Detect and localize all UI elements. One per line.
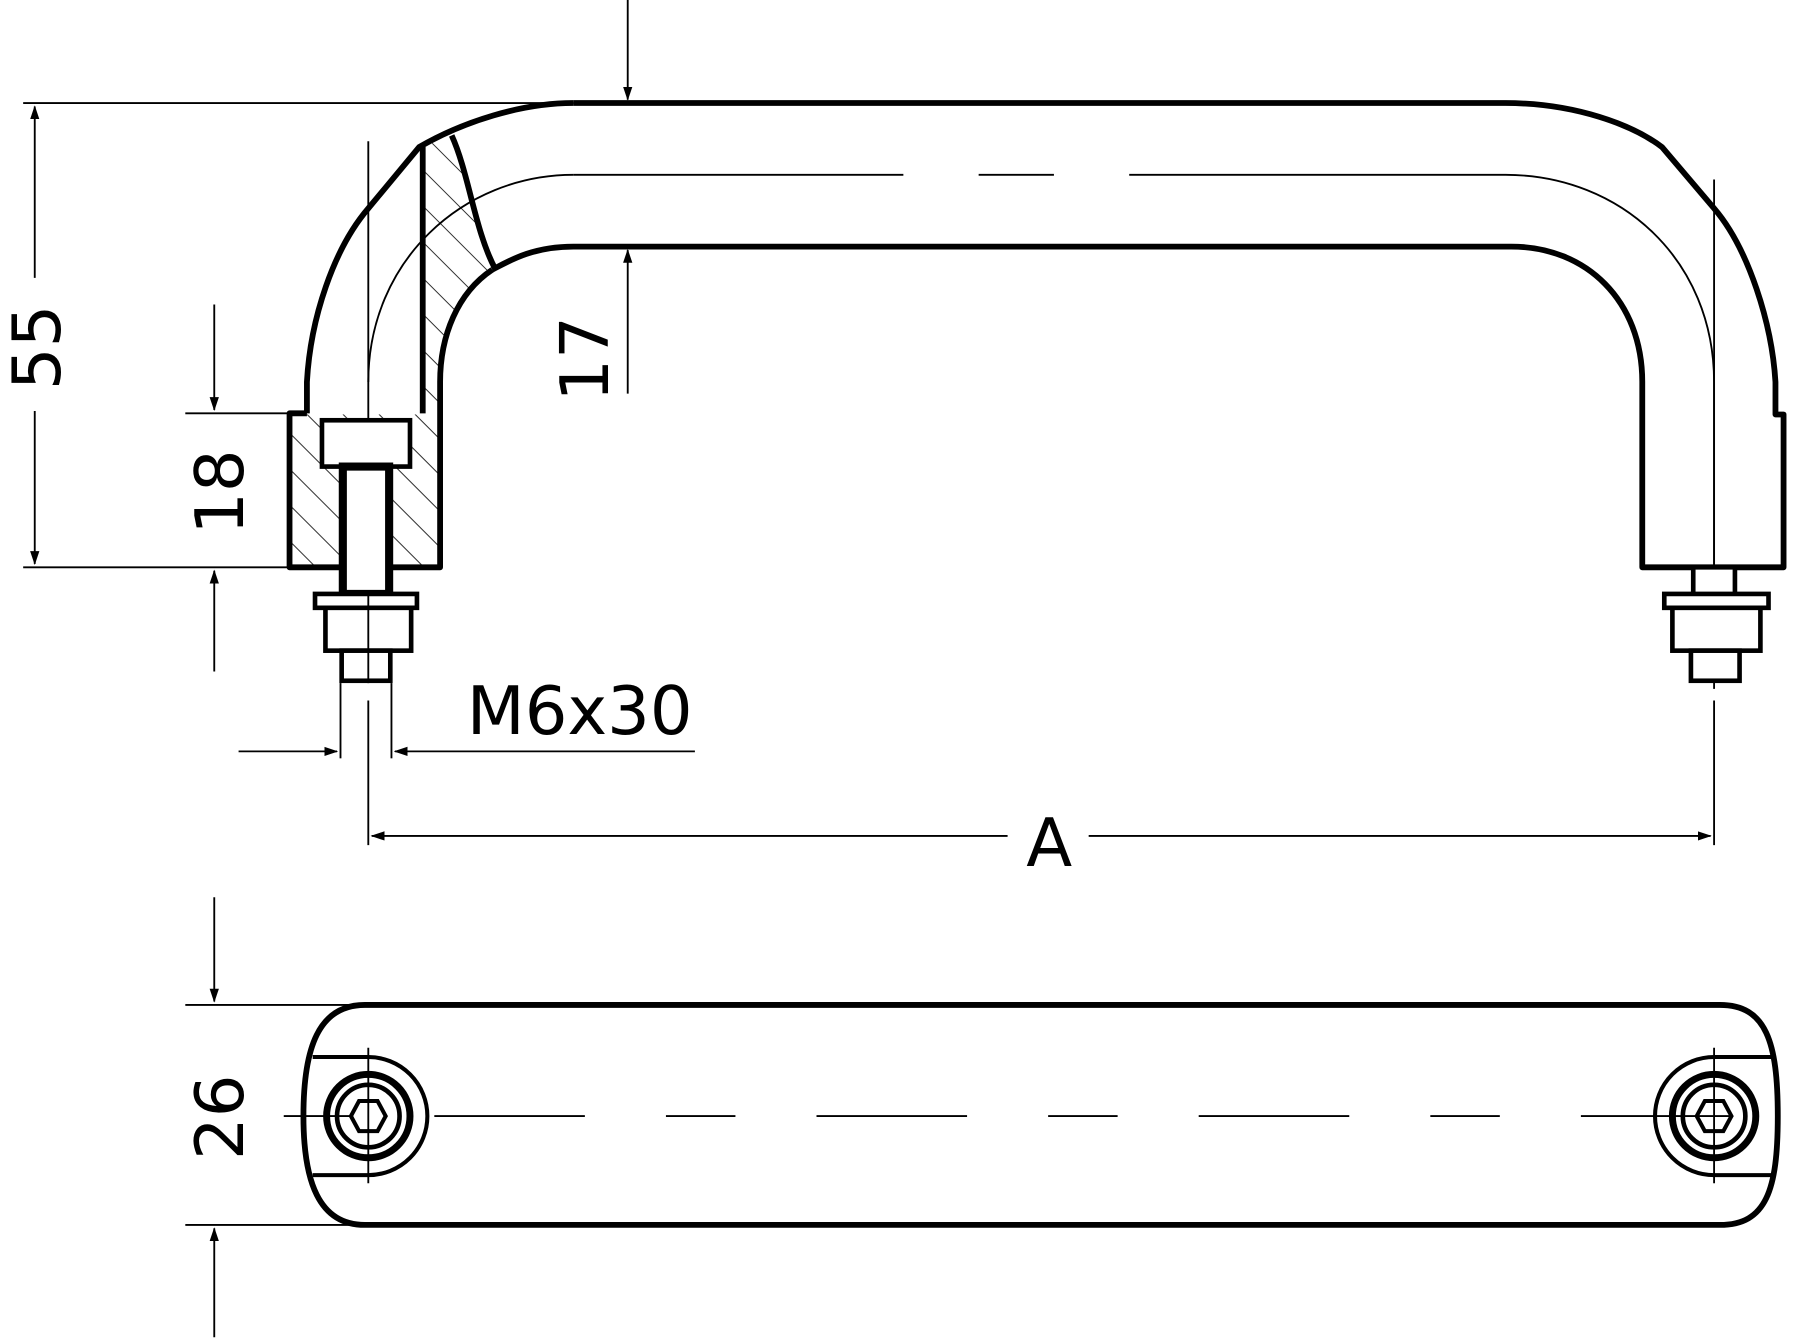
dim-18-label: 18 [181,449,259,534]
boss-right [1653,1055,1772,1178]
section-hatch [422,135,496,414]
dim-screw-label: M6x30 [467,672,693,750]
screw-right [1690,564,1738,598]
screw-end-right [1688,648,1742,684]
screw-end-left [339,648,393,684]
dim-26-label: 26 [181,1075,259,1160]
dim-17-label: 17 [546,316,624,401]
dim-a-label: A [1026,804,1072,882]
side-view: 55 17 18 M6x30 A [0,0,1787,882]
top-view: 26 [181,897,1807,1338]
screw-shank [338,462,394,598]
handle-outline [490,100,1787,571]
hex-nut-left [348,1099,388,1134]
foot-outline [286,382,443,571]
top-outline [300,1002,1781,1228]
boss-left [312,1055,430,1178]
hex-nut-right [1694,1099,1734,1134]
dim-55-label: 55 [0,305,76,390]
counterbore [319,417,413,469]
section-break-line [449,134,499,272]
nut-right [1670,605,1763,653]
center-line [573,173,1716,568]
